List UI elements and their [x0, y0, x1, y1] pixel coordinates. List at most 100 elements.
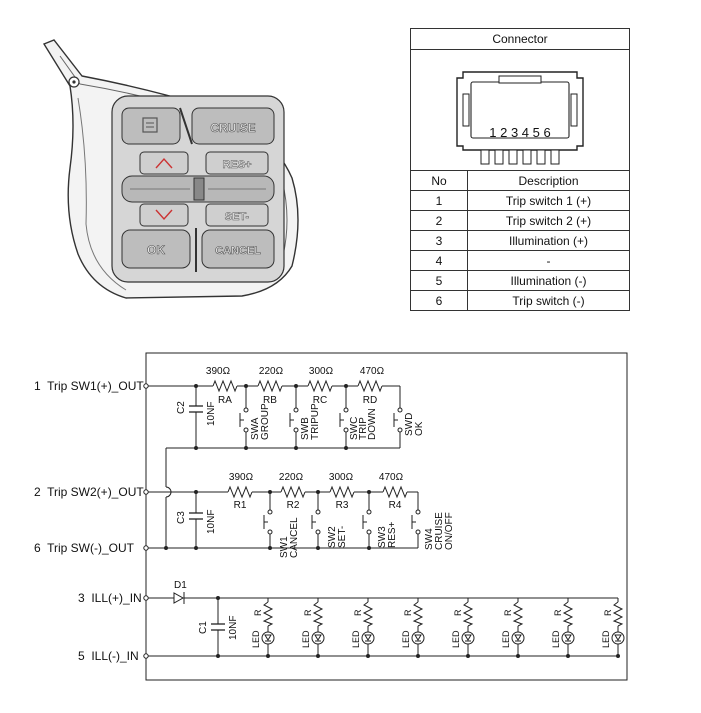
pin-no: 2: [411, 210, 468, 231]
ra-name: RA: [218, 395, 232, 406]
led-icon: [261, 631, 275, 645]
switch-sw3: SW3 RES+: [362, 509, 398, 548]
pin-no: 3: [411, 230, 468, 251]
c1-value: 10NF: [228, 616, 239, 640]
res-button[interactable]: RES+: [205, 151, 269, 175]
mode-icon: [142, 117, 158, 133]
led-icon: [611, 631, 625, 645]
header-description: Description: [467, 170, 629, 191]
connector-pin-numbers: 1 2 3 4 5 6: [489, 125, 550, 140]
rc-name: RC: [313, 395, 327, 406]
sw3-name: SW3: [377, 526, 388, 548]
led-string: R LED: [551, 598, 575, 658]
r4-value: 470Ω: [379, 472, 404, 483]
table-row: 4 -: [411, 250, 629, 271]
d1-name: D1: [174, 580, 187, 591]
resistor-r1: 390Ω R1: [227, 472, 254, 511]
pin-description: -: [467, 250, 629, 271]
r2-value: 220Ω: [279, 472, 304, 483]
resistor-rc: 300Ω RC: [307, 366, 334, 406]
terminal-label-ill-plus: 3 ILL(+)_IN: [78, 591, 142, 605]
scroll-wheel[interactable]: [121, 175, 275, 203]
led-icon: [311, 631, 325, 645]
cancel-button[interactable]: CANCEL: [201, 229, 275, 269]
resistor-rd: 470Ω RD: [357, 366, 385, 406]
set-label: SET-: [225, 211, 250, 223]
pin-description: Trip switch 1 (+): [467, 190, 629, 211]
pin-no: 4: [411, 250, 468, 271]
set-button[interactable]: SET-: [205, 203, 269, 227]
led-label: LED: [501, 630, 511, 648]
led-label: LED: [551, 630, 561, 648]
pin-description: Trip switch (-): [467, 290, 629, 310]
circuit-schematic: 1 Trip SW1(+)_OUT 2 Trip SW2(+)_OUT 6 Tr…: [34, 352, 628, 681]
mode-button[interactable]: [121, 107, 181, 145]
scroll-wheel-divider: [179, 107, 193, 145]
sw2-function: SET-: [337, 526, 348, 548]
pin-no: 6: [411, 290, 468, 310]
swa-name: SWA: [250, 417, 261, 440]
terminal-label-trip-sw-minus: 6 Trip SW(-)_OUT: [34, 541, 135, 555]
resistor-label: R: [453, 609, 463, 616]
c2-value: 10NF: [206, 402, 217, 426]
switch-swa: SWA GROUP: [239, 403, 271, 440]
steering-switch-illustration: CRUISE RES+ SET- OK CANCEL: [42, 39, 299, 299]
cruise-label: CRUISE: [210, 121, 255, 135]
up-button[interactable]: [139, 151, 189, 175]
switch-sw4: SW4 CRUISE ON/OFF: [411, 509, 455, 550]
schematic-frame: [145, 352, 628, 681]
rd-name: RD: [363, 395, 377, 406]
led-label: LED: [601, 630, 611, 648]
resistor-label: R: [503, 609, 513, 616]
sw4-name: SW4: [424, 528, 435, 550]
led-icon: [411, 631, 425, 645]
led-icon: [511, 631, 525, 645]
switch-swb: SWB TRIPUP: [289, 403, 321, 440]
resistor-label: R: [403, 609, 413, 616]
connector-panel: Connector 1 2 3 4 5 6 No Description 1 T…: [410, 28, 630, 311]
r2-name: R2: [287, 500, 300, 511]
led-resistor: [462, 601, 474, 627]
cruise-button[interactable]: CRUISE: [191, 107, 275, 145]
r3-value: 300Ω: [329, 472, 354, 483]
connector-pins: [480, 149, 560, 165]
cancel-label: CANCEL: [215, 245, 261, 257]
led-resistor: [612, 601, 624, 627]
swc-function: TRIP: [358, 417, 369, 440]
table-row: 2 Trip switch 2 (+): [411, 210, 629, 231]
down-button[interactable]: [139, 203, 189, 227]
switch-swc: SWC TRIP DOWN: [339, 407, 378, 440]
resistor-label: R: [553, 609, 563, 616]
rb-value: 220Ω: [259, 366, 284, 377]
r3-name: R3: [336, 500, 349, 511]
r4-name: R4: [389, 500, 402, 511]
resistor-r4: 470Ω R4: [379, 472, 408, 511]
table-row: 1 Trip switch 1 (+): [411, 190, 629, 211]
header-no: No: [411, 170, 468, 191]
resistor-r2: 220Ω R2: [279, 472, 306, 511]
led-resistor: [562, 601, 574, 627]
capacitor-c3: C3 10NF: [176, 510, 217, 534]
connector-drawing: 1 2 3 4 5 6: [411, 50, 629, 170]
table-row: 3 Illumination (+): [411, 230, 629, 251]
ok-button[interactable]: OK: [121, 229, 191, 269]
table-row: 5 Illumination (-): [411, 270, 629, 291]
sw1-name: SW1: [279, 536, 290, 558]
resistor-label: R: [303, 609, 313, 616]
rb-name: RB: [263, 395, 277, 406]
swc-name: SWC: [349, 417, 360, 440]
swa-function: GROUP: [260, 403, 271, 440]
connector-shape: 1 2 3 4 5 6: [456, 71, 584, 165]
pin-table-header: No Description: [411, 170, 629, 191]
resistor-label: R: [253, 609, 263, 616]
res-label: RES+: [222, 159, 251, 171]
switch-trim-edge: [77, 97, 127, 291]
rc-value: 300Ω: [309, 366, 334, 377]
